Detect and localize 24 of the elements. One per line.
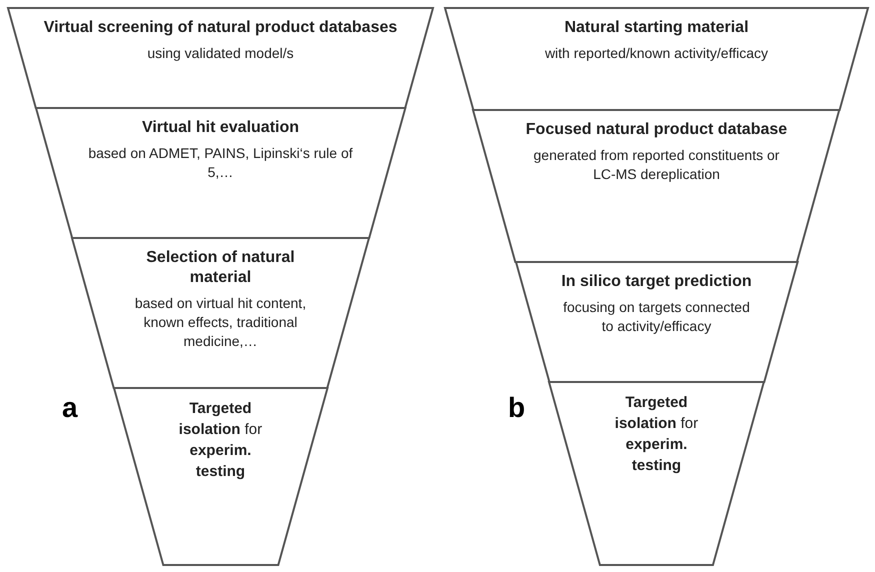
segment-description: focusing on targets connected to activity/efficacy: [562, 298, 751, 336]
segment-heading: Natural starting material: [563, 18, 750, 38]
segment-description: based on ADMET, PAINS, Lipinski‘s rule of 5,…: [87, 144, 354, 182]
panel-letter: a: [62, 392, 78, 424]
funnel-segment: [445, 8, 868, 110]
segment-text: Targeted isolation for experim. testing: [178, 399, 264, 482]
segment-heading: Virtual hit evaluation: [140, 118, 300, 138]
segment-heading: In silico target prediction: [560, 272, 753, 292]
segment-heading: Virtual screening of natural product databases: [42, 18, 398, 38]
funnel-segment: [8, 8, 433, 108]
segment-description: using validated model/s: [146, 44, 295, 63]
funnel-segment: [473, 110, 840, 262]
panel-letter: b: [508, 392, 526, 424]
funnel-segment: [549, 382, 764, 565]
funnel-segment: [72, 238, 369, 388]
funnel-segment: [36, 108, 406, 238]
segment-description: based on virtual hit content, known effects, traditional medicine,…: [134, 294, 308, 351]
segment-heading: Selection of natural material: [145, 248, 296, 288]
funnel-segment: [114, 388, 328, 565]
segment-description: generated from reported constituents or LC-MS dereplication: [532, 146, 780, 184]
funnel-segment: [516, 262, 798, 382]
segment-description: with reported/known activity/efficacy: [544, 44, 770, 63]
segment-heading: Focused natural product database: [524, 120, 788, 140]
segment-text: Targeted isolation for experim. testing: [614, 393, 700, 476]
